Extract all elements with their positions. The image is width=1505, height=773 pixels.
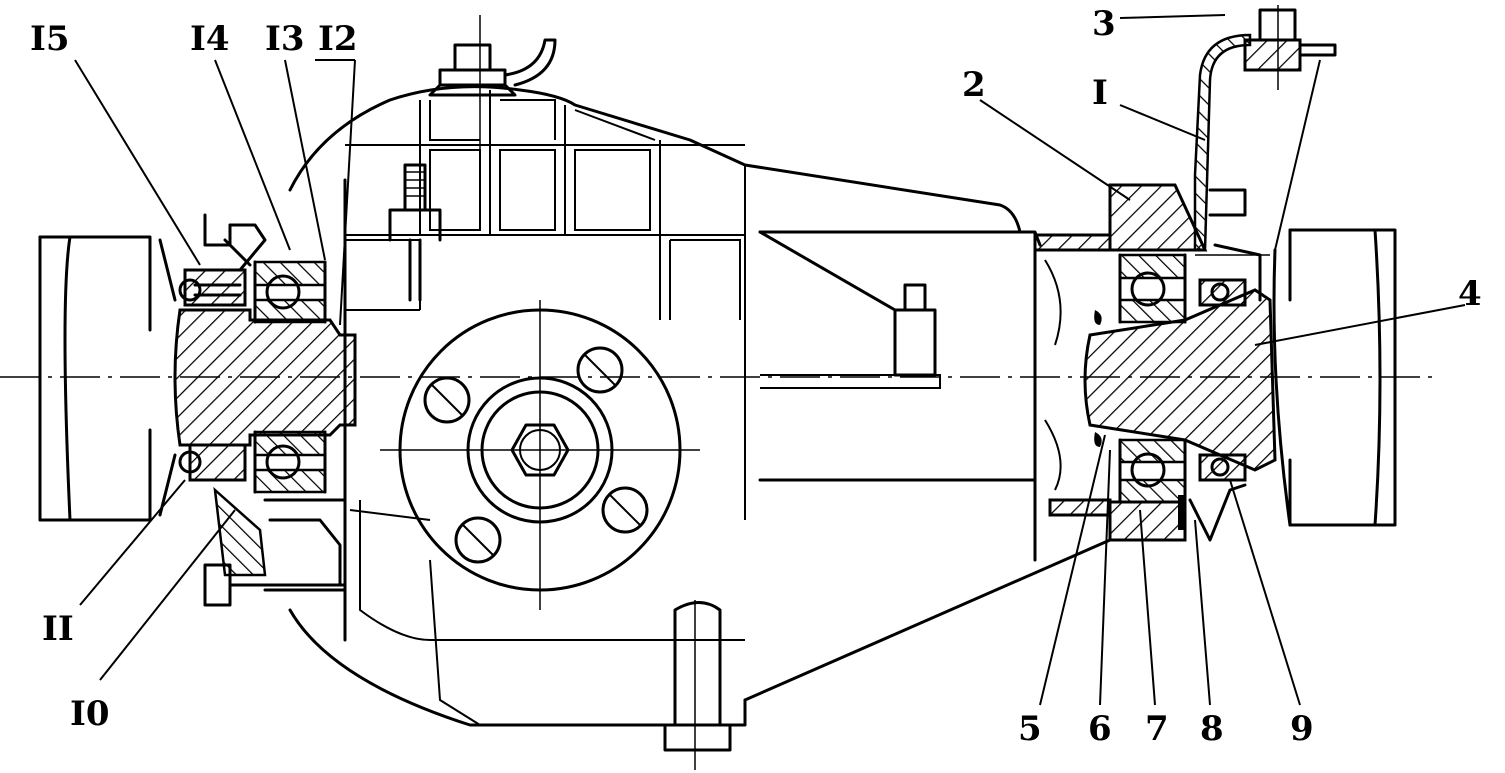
gearbox-housing — [288, 15, 1112, 770]
left-coupling — [38, 235, 177, 522]
mounting-bracket — [1193, 5, 1337, 302]
left-lower-bearing — [178, 430, 347, 607]
right-seal-rings — [1094, 310, 1102, 447]
right-shaft-hub — [1083, 183, 1277, 472]
left-upper-bearing — [178, 213, 327, 324]
label-6: 6 — [1088, 709, 1112, 749]
label-4: 4 — [1458, 274, 1482, 314]
label-15: I5 — [30, 19, 70, 59]
right-upper-bearing — [1118, 253, 1247, 324]
label-2: 2 — [962, 65, 986, 105]
label-1: I — [1092, 73, 1108, 113]
label-8: 8 — [1200, 709, 1224, 749]
right-coupling — [1272, 228, 1397, 527]
label-13: I3 — [265, 19, 305, 59]
label-14: I4 — [190, 19, 230, 59]
left-shaft-hub — [173, 308, 357, 447]
right-lower-bearing — [1108, 438, 1247, 542]
label-7: 7 — [1145, 709, 1169, 749]
label-3: 3 — [1092, 4, 1116, 44]
label-5: 5 — [1018, 709, 1042, 749]
center-flange — [380, 308, 700, 592]
part-labels: I5 I4 I3 I2 3 2 I 4 II I0 5 6 7 8 9 — [30, 4, 1482, 749]
label-9: 9 — [1290, 709, 1314, 749]
label-11: II — [42, 609, 74, 649]
label-12: I2 — [318, 19, 358, 59]
leader-lines — [74, 14, 1466, 706]
label-10: I0 — [70, 694, 110, 734]
